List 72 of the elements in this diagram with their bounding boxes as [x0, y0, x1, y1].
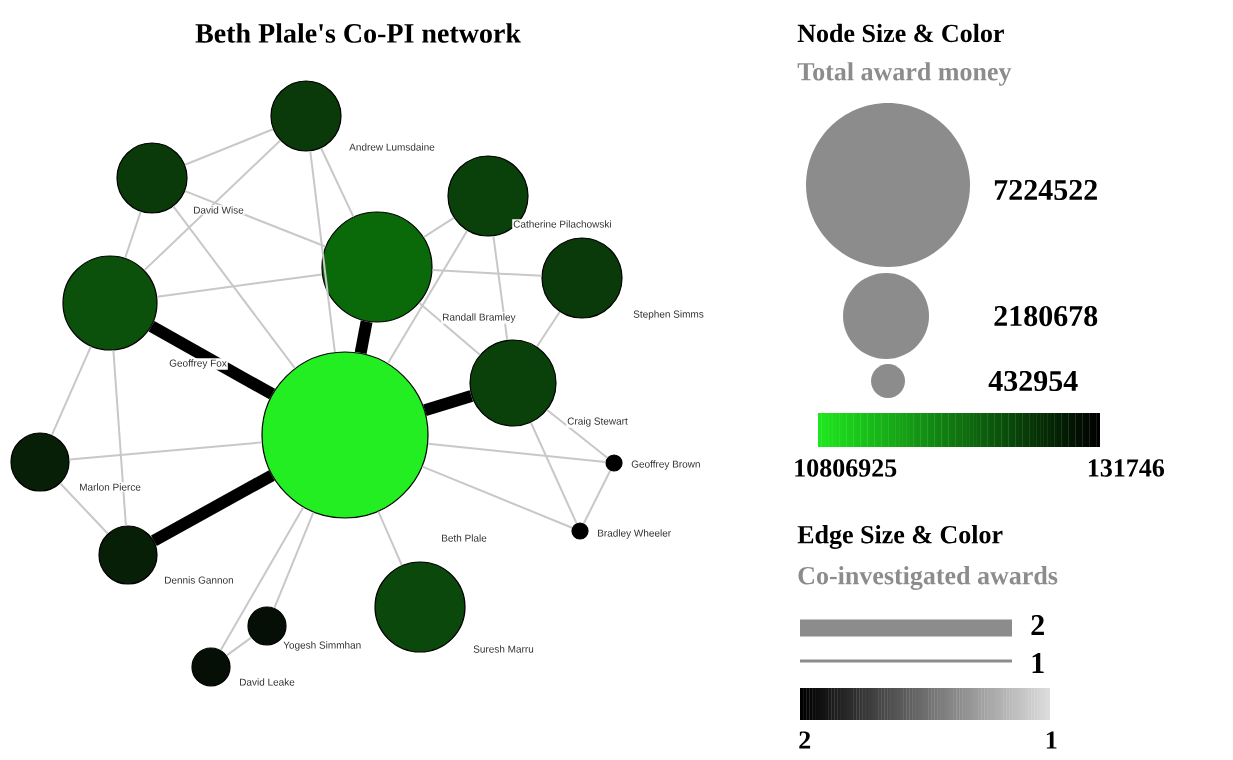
network-edge [219, 506, 305, 652]
network-node [571, 522, 589, 540]
network-edge [184, 128, 274, 166]
node-label: Geoffrey Brown [630, 459, 702, 471]
network-edge [50, 345, 92, 436]
legend-value: 2 [1031, 615, 1044, 635]
network-edge [546, 409, 609, 459]
node-label: Craig Stewart [566, 416, 629, 428]
legend-value: 432954 [988, 370, 1078, 392]
scale-value: 1 [1046, 731, 1057, 749]
network-edge [582, 469, 612, 525]
network-edge [68, 441, 263, 461]
node-label: Yogesh Simmhan [282, 640, 363, 652]
network-edge [59, 482, 109, 535]
title: Beth Plale's Co-PI network [195, 23, 521, 43]
network-node [541, 237, 623, 319]
network-node [191, 647, 231, 687]
network-edge [151, 470, 275, 546]
network-node [374, 561, 466, 653]
node-label: Marlon Pierce [78, 482, 142, 492]
network-edge [112, 349, 127, 527]
node-label: Bradley Wheeler [596, 528, 673, 540]
network-edge [377, 510, 403, 567]
legend-subheading: Co-investigated awards [798, 566, 1058, 590]
network-edge [124, 210, 142, 259]
network-edge [492, 235, 509, 341]
node-label: Stephen Simms [632, 309, 705, 321]
node-label: Geoffrey Fox [168, 358, 228, 370]
network-edge [535, 310, 561, 348]
network-edge [354, 320, 373, 354]
network-edge [148, 321, 276, 400]
node-label: David Leake [238, 677, 296, 687]
node-label: Catherine Pilachowski [512, 219, 613, 229]
network-edge [309, 150, 336, 353]
network-edge [421, 465, 574, 529]
network-edge [530, 421, 578, 525]
node-label: Dennis Gannon [163, 575, 235, 585]
network-edge [320, 147, 355, 218]
network-node [270, 80, 342, 152]
node-label: Randall Bramley [441, 312, 517, 324]
network-edge [156, 273, 323, 298]
network-edge [143, 139, 282, 272]
network-node [469, 339, 557, 427]
network-edge [418, 302, 481, 356]
network-node [116, 142, 188, 214]
network-node [98, 525, 158, 585]
network-node [321, 211, 433, 323]
network-node [10, 432, 70, 492]
scale-value: 2 [799, 731, 811, 749]
node-label: Beth Plale [440, 533, 488, 543]
network-edge [423, 390, 474, 416]
network-edge [172, 205, 296, 370]
network-node [62, 255, 158, 351]
legend-subheading: Total award money [797, 62, 1012, 86]
legend-value: 2180678 [994, 305, 1098, 327]
network-edge [422, 216, 455, 239]
network-node [261, 351, 429, 519]
node-label: David Wise [192, 205, 245, 215]
network-edge [273, 511, 315, 609]
network-edge [427, 442, 607, 464]
node-label: Andrew Lumsdaine [348, 142, 436, 152]
legend-heading: Edge Size & Color [797, 525, 1003, 549]
network-edge [225, 636, 253, 657]
scale-value: 10806925 [795, 459, 897, 477]
network-node [605, 454, 623, 472]
node-label: Suresh Marru [472, 644, 535, 654]
legend-heading: Node Size & Color [797, 23, 1004, 43]
legend-value: 1 [1032, 653, 1044, 673]
network-edge [386, 229, 469, 365]
legend-value: 7224522 [994, 179, 1097, 201]
scale-value: 131746 [1088, 459, 1165, 477]
network-edge [431, 269, 543, 277]
